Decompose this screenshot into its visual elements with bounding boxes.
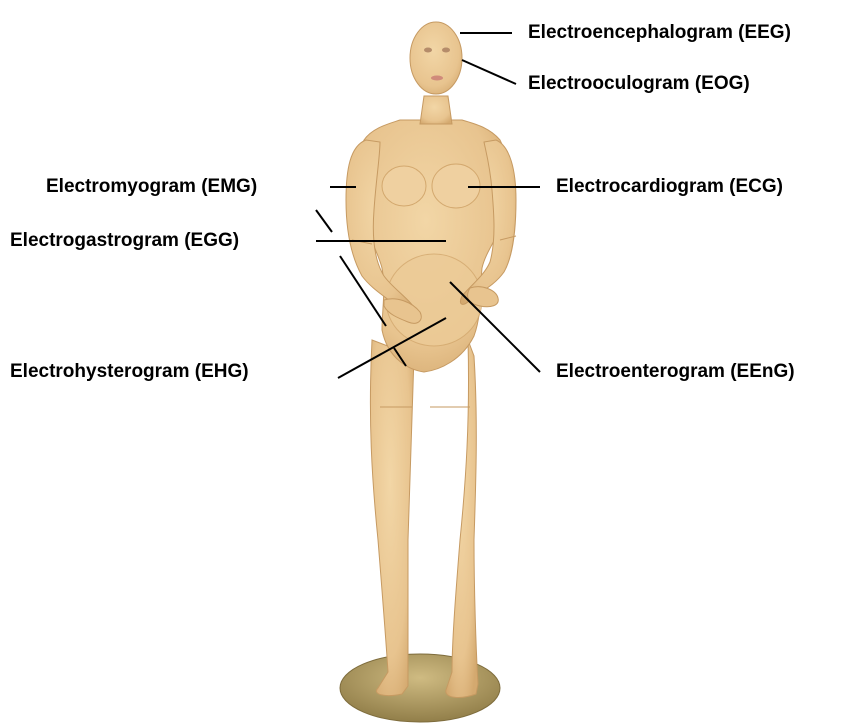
- mannequin-head: [410, 22, 462, 124]
- mannequin-legs: [370, 340, 478, 697]
- eeg-label: Electroencephalogram (EEG): [528, 22, 791, 44]
- ehg-label: Electrohysterogram (EHG): [10, 361, 249, 383]
- emg-label: Electromyogram (EMG): [46, 176, 257, 198]
- egg-label: Electrogastrogram (EGG): [10, 230, 239, 252]
- eog-label: Electrooculogram (EOG): [528, 73, 750, 95]
- eog-pointer: [462, 60, 516, 84]
- ecg-label: Electrocardiogram (ECG): [556, 176, 783, 198]
- eeng-label: Electroenterogram (EEnG): [556, 361, 795, 383]
- emg-pointer-2: [316, 210, 332, 232]
- mannequin-torso: [358, 120, 509, 372]
